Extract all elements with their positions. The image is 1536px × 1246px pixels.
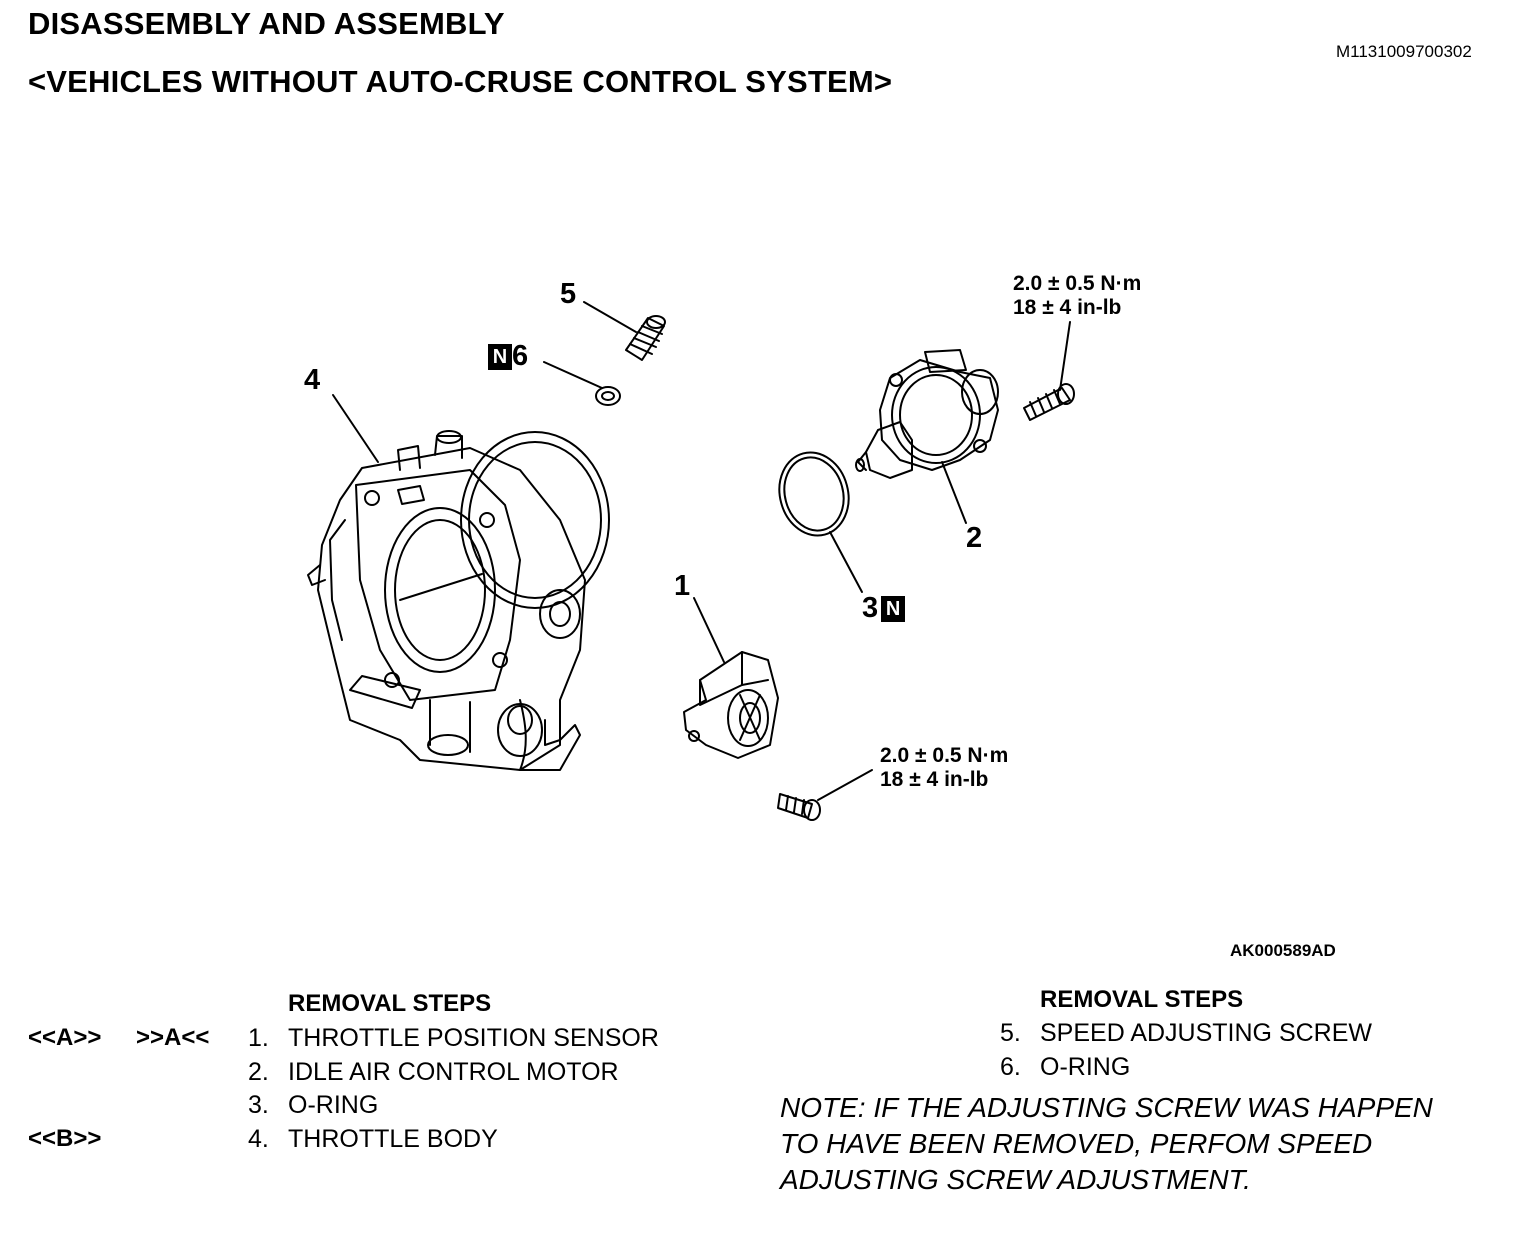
- leader-line-torque-top: [1059, 321, 1071, 391]
- torque-metric: 2.0 ± 0.5 N·m: [880, 744, 1009, 767]
- torque-imperial: 18 ± 4 in-lb: [880, 768, 989, 791]
- page-subtitle: <VEHICLES WITHOUT AUTO-CRUSE CONTROL SYS…: [28, 64, 893, 99]
- motor-bolt-drawing: [777, 793, 821, 821]
- step-number: 1.: [248, 1024, 269, 1052]
- torque-metric: 2.0 ± 0.5 N·m: [1013, 272, 1142, 295]
- note-line: ADJUSTING SCREW ADJUSTMENT.: [780, 1164, 1251, 1195]
- figure-id: AK000589AD: [1230, 941, 1336, 960]
- note-line: TO HAVE BEEN REMOVED, PERFOM SPEED: [780, 1128, 1373, 1159]
- new-part-icon: N: [488, 344, 512, 370]
- leader-line-4: [332, 394, 379, 463]
- callout-1: 1: [674, 570, 691, 602]
- step-number: 2.: [248, 1058, 269, 1086]
- step-number: 3.: [248, 1091, 269, 1119]
- step-text: SPEED ADJUSTING SCREW: [1040, 1019, 1372, 1047]
- step-text: O-RING: [1040, 1053, 1131, 1081]
- speed-adjusting-screw-drawing: [625, 315, 666, 361]
- note-block: NOTE: IF THE ADJUSTING SCREW WAS HAPPEN …: [780, 1090, 1433, 1198]
- step-text: O-RING: [288, 1091, 379, 1119]
- step-number: 6.: [1000, 1053, 1021, 1081]
- step-number: 4.: [248, 1125, 269, 1153]
- leader-line-5: [583, 301, 637, 333]
- note-line: NOTE: IF THE ADJUSTING SCREW WAS HAPPEN: [780, 1092, 1433, 1123]
- leader-line-torque-bottom: [817, 769, 873, 801]
- large-o-ring-drawing: [778, 451, 850, 537]
- page-title: DISASSEMBLY AND ASSEMBLY: [28, 6, 505, 41]
- callout-2: 2: [966, 522, 983, 554]
- callout-5: 5: [560, 278, 577, 310]
- sensor-bolt-drawing: [1023, 383, 1075, 421]
- document-id: M1131009700302: [1336, 42, 1472, 61]
- callout-6-number: 6: [512, 340, 529, 372]
- step-ref: >>A<<: [136, 1024, 210, 1051]
- leader-line-6: [543, 361, 603, 389]
- throttle-position-sensor-drawing: [683, 651, 779, 759]
- idle-air-control-motor-drawing: [855, 349, 999, 479]
- step-text: IDLE AIR CONTROL MOTOR: [288, 1058, 619, 1086]
- torque-imperial: 18 ± 4 in-lb: [1013, 296, 1122, 319]
- callout-3-number: 3: [862, 592, 879, 624]
- leader-line-2: [941, 461, 967, 524]
- callout-4: 4: [304, 364, 321, 396]
- step-number: 5.: [1000, 1019, 1021, 1047]
- small-o-ring-drawing: [595, 386, 621, 406]
- new-part-icon: N: [881, 596, 906, 622]
- removal-steps-heading: REMOVAL STEPS: [288, 990, 492, 1017]
- step-ref: <<B>>: [28, 1125, 102, 1152]
- leader-line-3: [829, 531, 863, 593]
- removal-steps-heading: REMOVAL STEPS: [1040, 986, 1244, 1013]
- leader-line-1: [693, 597, 725, 663]
- throttle-body-drawing: [307, 430, 610, 771]
- torque-spec-bottom: 2.0 ± 0.5 N·m 18 ± 4 in-lb: [880, 744, 1008, 792]
- step-text: THROTTLE POSITION SENSOR: [288, 1024, 659, 1052]
- step-ref: <<A>>: [28, 1024, 102, 1051]
- torque-spec-top: 2.0 ± 0.5 N·m 18 ± 4 in-lb: [1013, 272, 1141, 320]
- step-text: THROTTLE BODY: [288, 1125, 498, 1153]
